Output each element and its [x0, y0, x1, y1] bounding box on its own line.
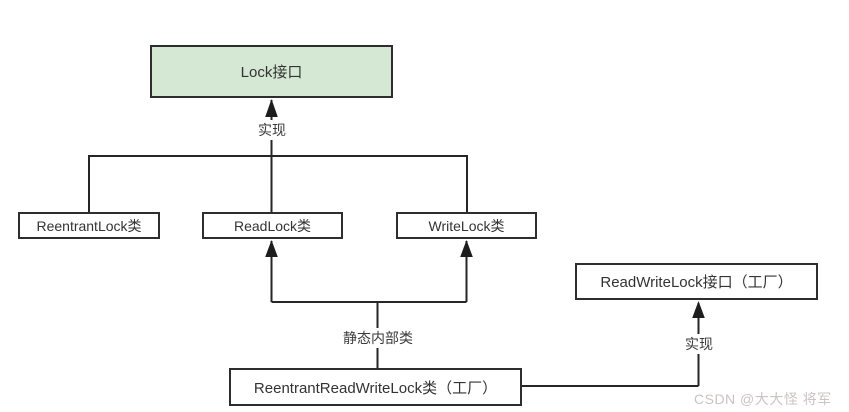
arrowhead-up-icon — [460, 240, 473, 257]
node-readlock-class: ReadLock类 — [202, 212, 343, 239]
csdn-watermark: CSDN @大大怪 将军 — [694, 391, 832, 407]
arrowhead-up-icon — [692, 301, 705, 318]
node-reentrantlock-class: ReentrantLock类 — [18, 212, 160, 239]
arrowhead-up-icon — [265, 240, 278, 257]
edge-label-static-inner-class: 静态内部类 — [340, 328, 416, 348]
node-writelock-class: WriteLock类 — [396, 212, 537, 239]
edge-label-implements-top: 实现 — [255, 120, 289, 140]
node-readwritelock-interface: ReadWriteLock接口（工厂） — [575, 263, 818, 300]
arrowhead-up-icon — [265, 99, 278, 117]
node-reentrantreadwritelock-class: ReentrantReadWriteLock类（工厂） — [229, 368, 522, 406]
edge-label-implements-right: 实现 — [682, 334, 716, 354]
node-lock-interface: Lock接口 — [150, 45, 393, 98]
